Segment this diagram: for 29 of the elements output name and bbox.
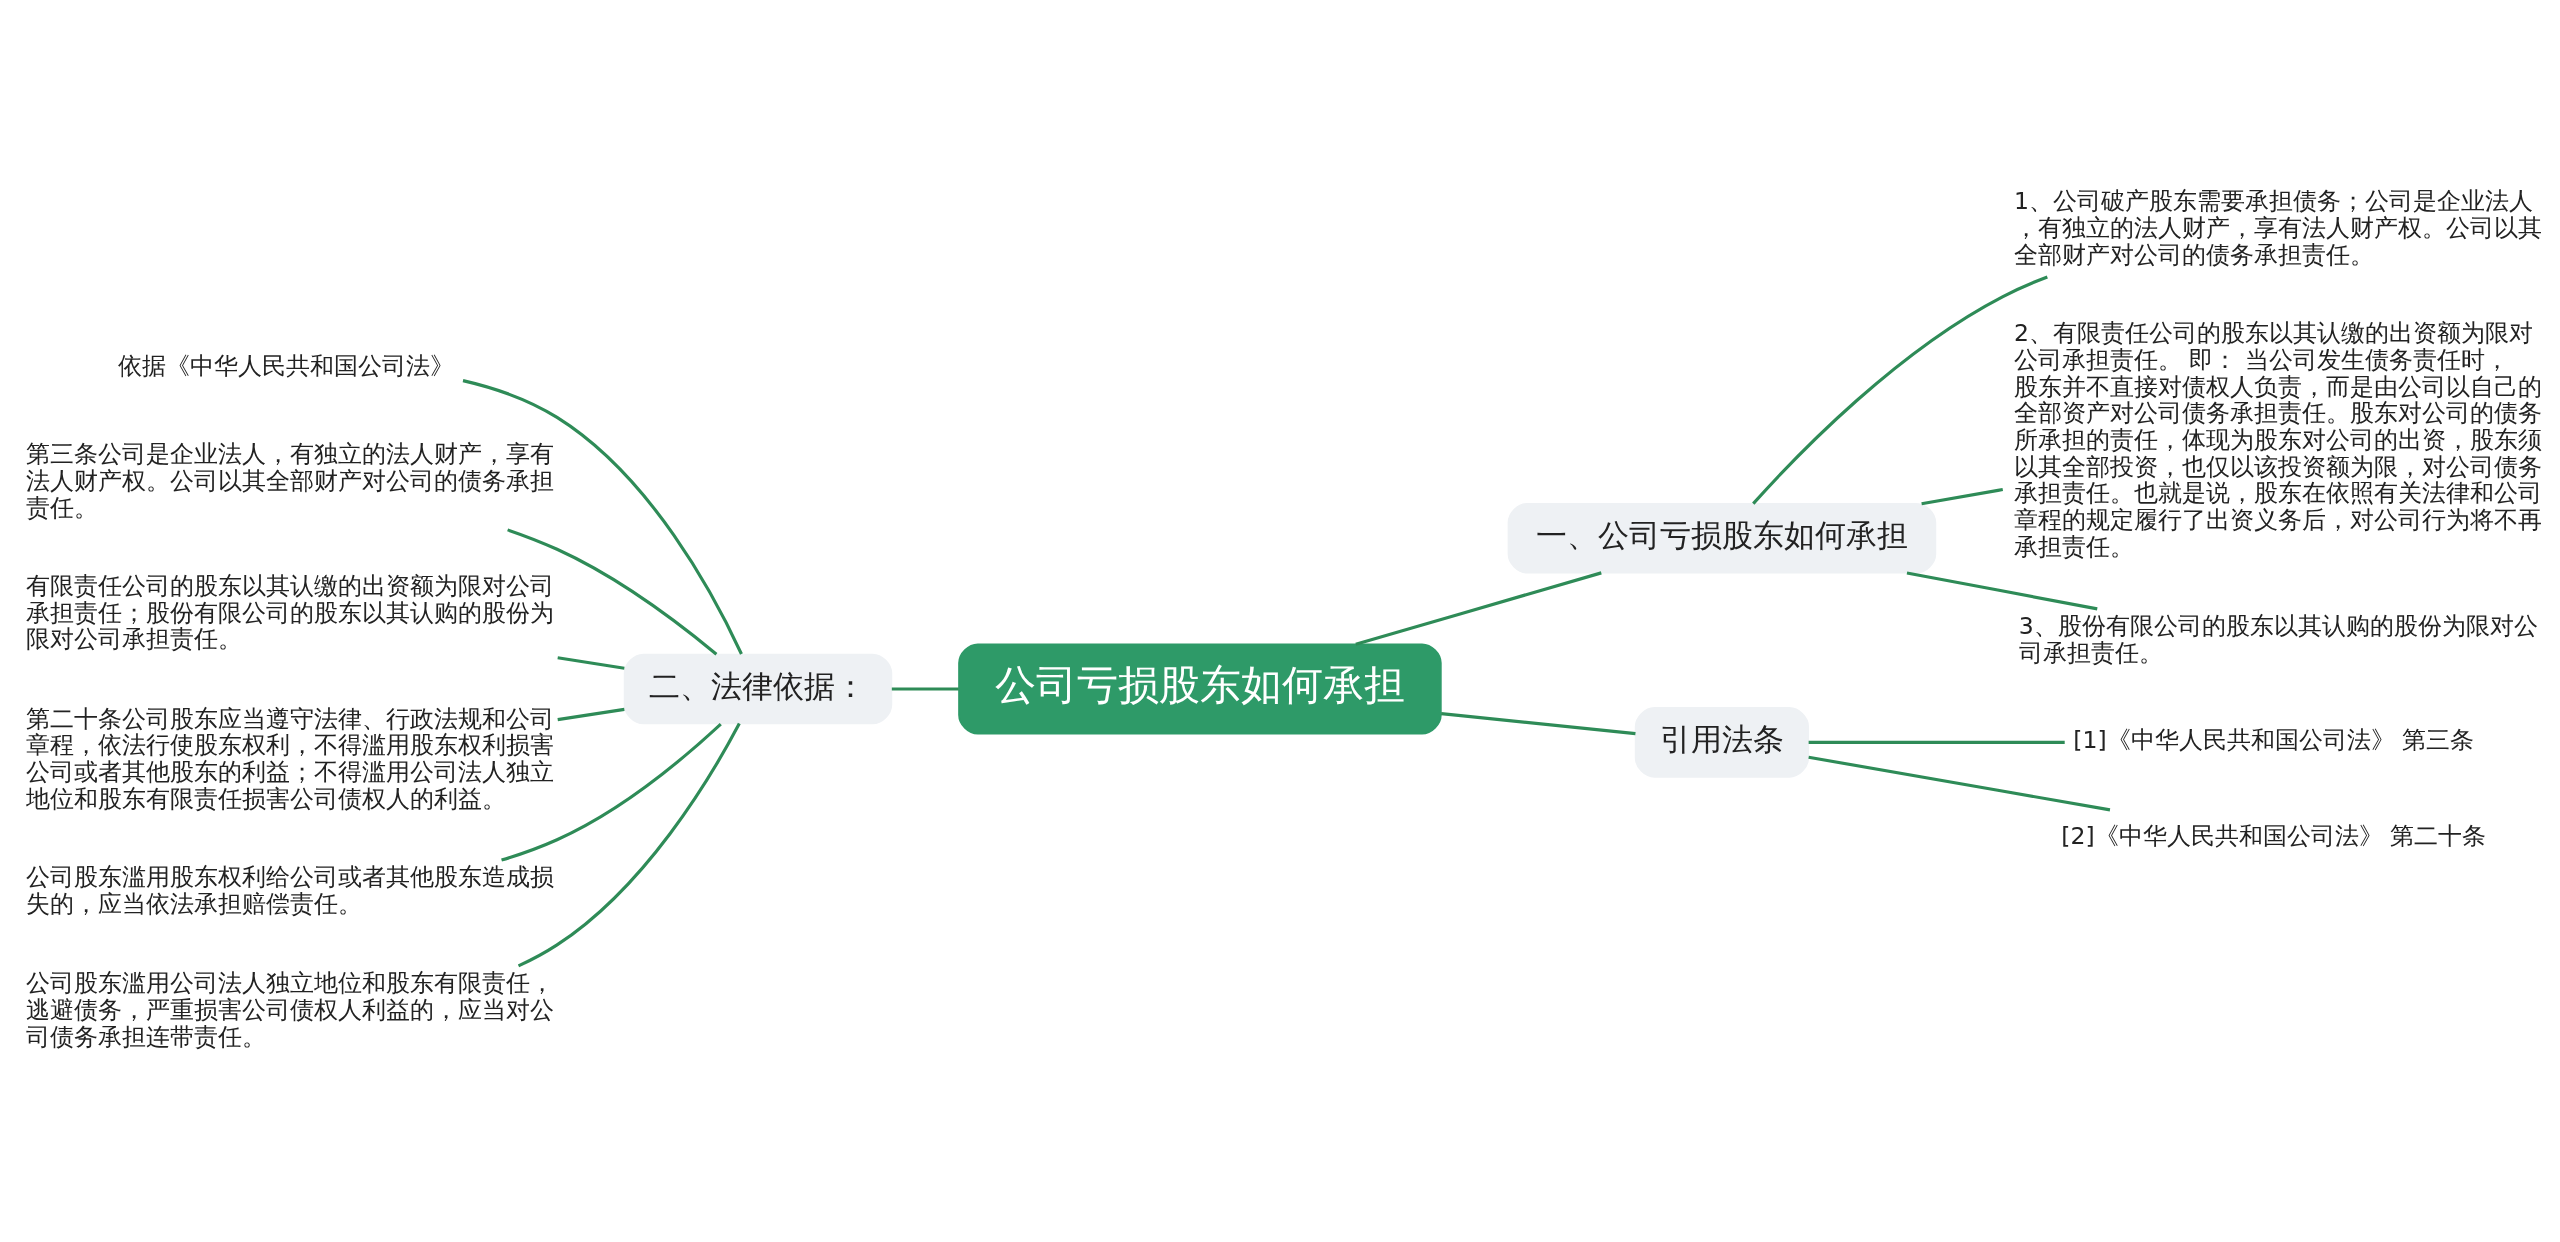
node-text: [1]《中华人民共和国公司法》 第三条	[2073, 725, 2475, 754]
node-text: 第三条公司是企业法人，有独立的法人财产，享有法人财产权。公司以其全部财产对公司的债务承担责任。	[26, 439, 555, 522]
node-text: 3、股份有限公司的股东以其认购的股份为限对公司承担责任。	[2018, 611, 2538, 667]
node-text: 2、有限责任公司的股东以其认缴的出资额为限对公司承担责任。 即： 当公司发生债务责任时，股东并不直接对债权人负责，而是由公司以自己的全部资产对公司债务承担责任。股东对公司的债务所承担的责任，体现为股东对公司的出资，股东须以其全部投资，也仅以该投资额为限，对公司债务承担责任。也就是说，股东在依照有关法律和公司章程的规定履行了出资义务后，对公司行为将不再承担责任。	[2013, 318, 2542, 561]
node-text: 公司股东滥用公司法人独立地位和股东有限责任，逃避债务，严重损害公司债权人利益的，应当对公司债务承担连带责任。	[26, 968, 555, 1051]
connector	[517, 722, 741, 967]
connector	[1441, 711, 1636, 735]
connector	[1752, 274, 2048, 505]
node-text: 依据《中华人民共和国公司法》	[118, 351, 455, 380]
connector	[462, 378, 743, 655]
connector	[501, 722, 722, 862]
connector	[507, 527, 718, 655]
node-text: 公司股东滥用股东权利给公司或者其他股东造成损失的，应当依法承担赔偿责任。	[26, 862, 555, 918]
node-box: 引用法条	[1634, 706, 1810, 778]
node-box: 二、法律依据：	[623, 653, 893, 724]
connector	[557, 707, 625, 721]
node-box: 公司亏损股东如何承担	[958, 642, 1442, 735]
node-text: 有限责任公司的股东以其认缴的出资额为限对公司承担责任；股份有限公司的股东以其认购的股份为限对公司承担责任。	[26, 571, 555, 653]
connector	[1808, 740, 2065, 744]
connector	[1808, 755, 2111, 811]
connector	[1906, 570, 2098, 610]
connector	[891, 686, 959, 691]
connector	[1921, 487, 2004, 505]
connector	[1355, 570, 1602, 646]
node-box: 一、公司亏损股东如何承担	[1507, 502, 1937, 574]
node-text: 第二十条公司股东应当遵守法律、行政法规和公司章程，依法行使股东权利，不得滥用股东权利损害公司或者其他股东的利益；不得滥用公司法人独立地位和股东有限责任损害公司债权人的利益。	[26, 704, 555, 813]
node-text: 1、公司破产股东需要承担债务；公司是企业法人，有独立的法人财产，享有法人财产权。公司以其全部财产对公司的债务承担责任。	[2013, 186, 2542, 269]
connector	[557, 655, 625, 670]
node-text: [2]《中华人民共和国公司法》 第二十条	[2061, 821, 2487, 850]
